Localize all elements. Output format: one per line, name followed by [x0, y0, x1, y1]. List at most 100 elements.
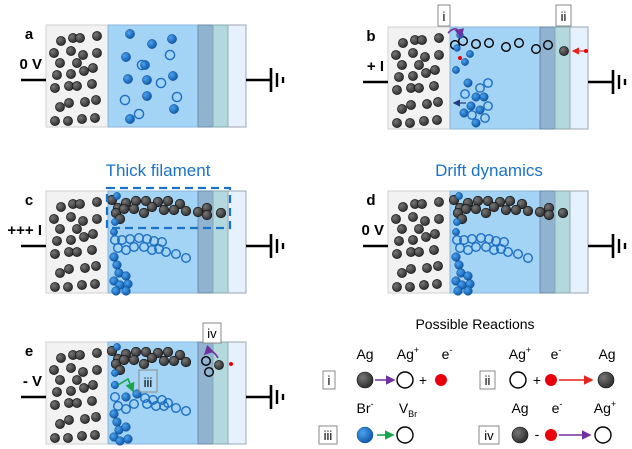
ag-atom: [64, 415, 74, 425]
callout-box: [555, 4, 572, 27]
ag-atom: [406, 100, 416, 110]
ag-atom: [470, 203, 482, 215]
br-ion: [455, 192, 463, 200]
br-ion: [466, 101, 476, 111]
ag-atom: [434, 50, 444, 60]
reaction-label: iv: [484, 428, 494, 443]
electron: [435, 374, 447, 386]
br-ion: [452, 66, 460, 74]
callout-iv: iv: [202, 322, 222, 344]
ag-atom: [168, 355, 180, 367]
ag-atom: [118, 354, 130, 366]
ag-ion: [484, 38, 495, 49]
br-ion: [140, 60, 150, 70]
br-ion: [123, 74, 133, 84]
br-ion: [111, 218, 119, 226]
ag-atom: [421, 68, 431, 78]
br-vacancy: [513, 248, 524, 259]
ag-atom: [66, 46, 76, 56]
br-ion: [463, 78, 473, 88]
br-ion: [121, 271, 131, 281]
ag-atom: [417, 35, 427, 45]
ag-atom: [90, 430, 100, 440]
ag-atom: [79, 383, 89, 393]
reaction-label: iii: [324, 428, 333, 443]
ag-atom: [433, 261, 443, 271]
ag-atom: [91, 412, 101, 422]
panel-title: Drift dynamics: [435, 161, 543, 180]
ag-atom: [50, 400, 60, 410]
ag-atom: [146, 201, 158, 213]
ag-atom: [72, 398, 82, 408]
reaction-label-box: [478, 425, 500, 445]
layer-2: [539, 26, 556, 130]
species-vacancy: VBr: [399, 400, 417, 419]
ag-ion: [200, 356, 211, 367]
ag-atom: [460, 203, 472, 215]
panel-letter: c: [25, 192, 33, 209]
ag-atom: [72, 375, 82, 385]
br-ion: [121, 422, 131, 432]
br-ion: [121, 392, 131, 402]
ag-atom: [55, 375, 65, 385]
ag-ion: [471, 39, 482, 50]
br-ion: [125, 114, 135, 124]
ag-atom: [408, 71, 418, 81]
ag-atom: [72, 81, 82, 91]
ag-atom: [91, 95, 101, 105]
br-ion: [459, 108, 469, 118]
ag-atom: [391, 214, 401, 224]
br-vacancy: [146, 244, 157, 255]
br-vacancy: [483, 101, 493, 111]
ag-atom: [92, 365, 102, 375]
ag-atom: [128, 203, 140, 215]
callout-ii: ii: [555, 4, 572, 27]
layer-4: [569, 26, 589, 130]
layer-4: [227, 190, 247, 294]
ag-atom: [192, 206, 204, 218]
br-vacancy: [467, 110, 477, 120]
ag-atom: [429, 245, 439, 255]
panel-letter: a: [25, 26, 34, 43]
ag-atom: [66, 69, 76, 79]
ag-atom: [75, 350, 85, 360]
ag-atom: [49, 48, 59, 58]
ag-ion: [203, 367, 214, 378]
operator: +: [533, 372, 541, 388]
purple-arrow: [203, 344, 219, 359]
ag-atom: [422, 263, 432, 273]
ag-atom: [75, 199, 85, 209]
voltage-label: - V: [23, 373, 42, 390]
br-ion: [453, 218, 461, 226]
ag-atom: [434, 33, 444, 43]
species-ag-ion: Ag+: [509, 345, 531, 362]
br-vacancy: [136, 59, 148, 71]
br-ion: [142, 91, 152, 101]
electron: [545, 429, 557, 441]
ag-atom: [87, 396, 97, 406]
br-ion: [111, 369, 119, 377]
ag-atom: [80, 97, 90, 107]
ag-atom: [72, 58, 82, 68]
ag-atom: [406, 264, 416, 274]
layer-3: [212, 341, 229, 445]
reaction-label: ii: [485, 373, 491, 388]
br-vacancy: [164, 49, 176, 61]
br-ion: [454, 260, 464, 270]
ag-atom: [49, 214, 59, 224]
br-vacancy: [128, 399, 139, 410]
ag-atom: [79, 66, 89, 76]
ag-atom: [91, 261, 101, 271]
br-vacancy: [119, 94, 131, 106]
ag-atom: [433, 97, 443, 107]
ag-atom: [597, 371, 615, 389]
ag-atom: [52, 387, 62, 397]
br-ion: [112, 260, 122, 270]
ag-atom: [417, 199, 427, 209]
voltage-label: 0 V: [361, 222, 384, 239]
br-vacancy: [141, 399, 152, 410]
